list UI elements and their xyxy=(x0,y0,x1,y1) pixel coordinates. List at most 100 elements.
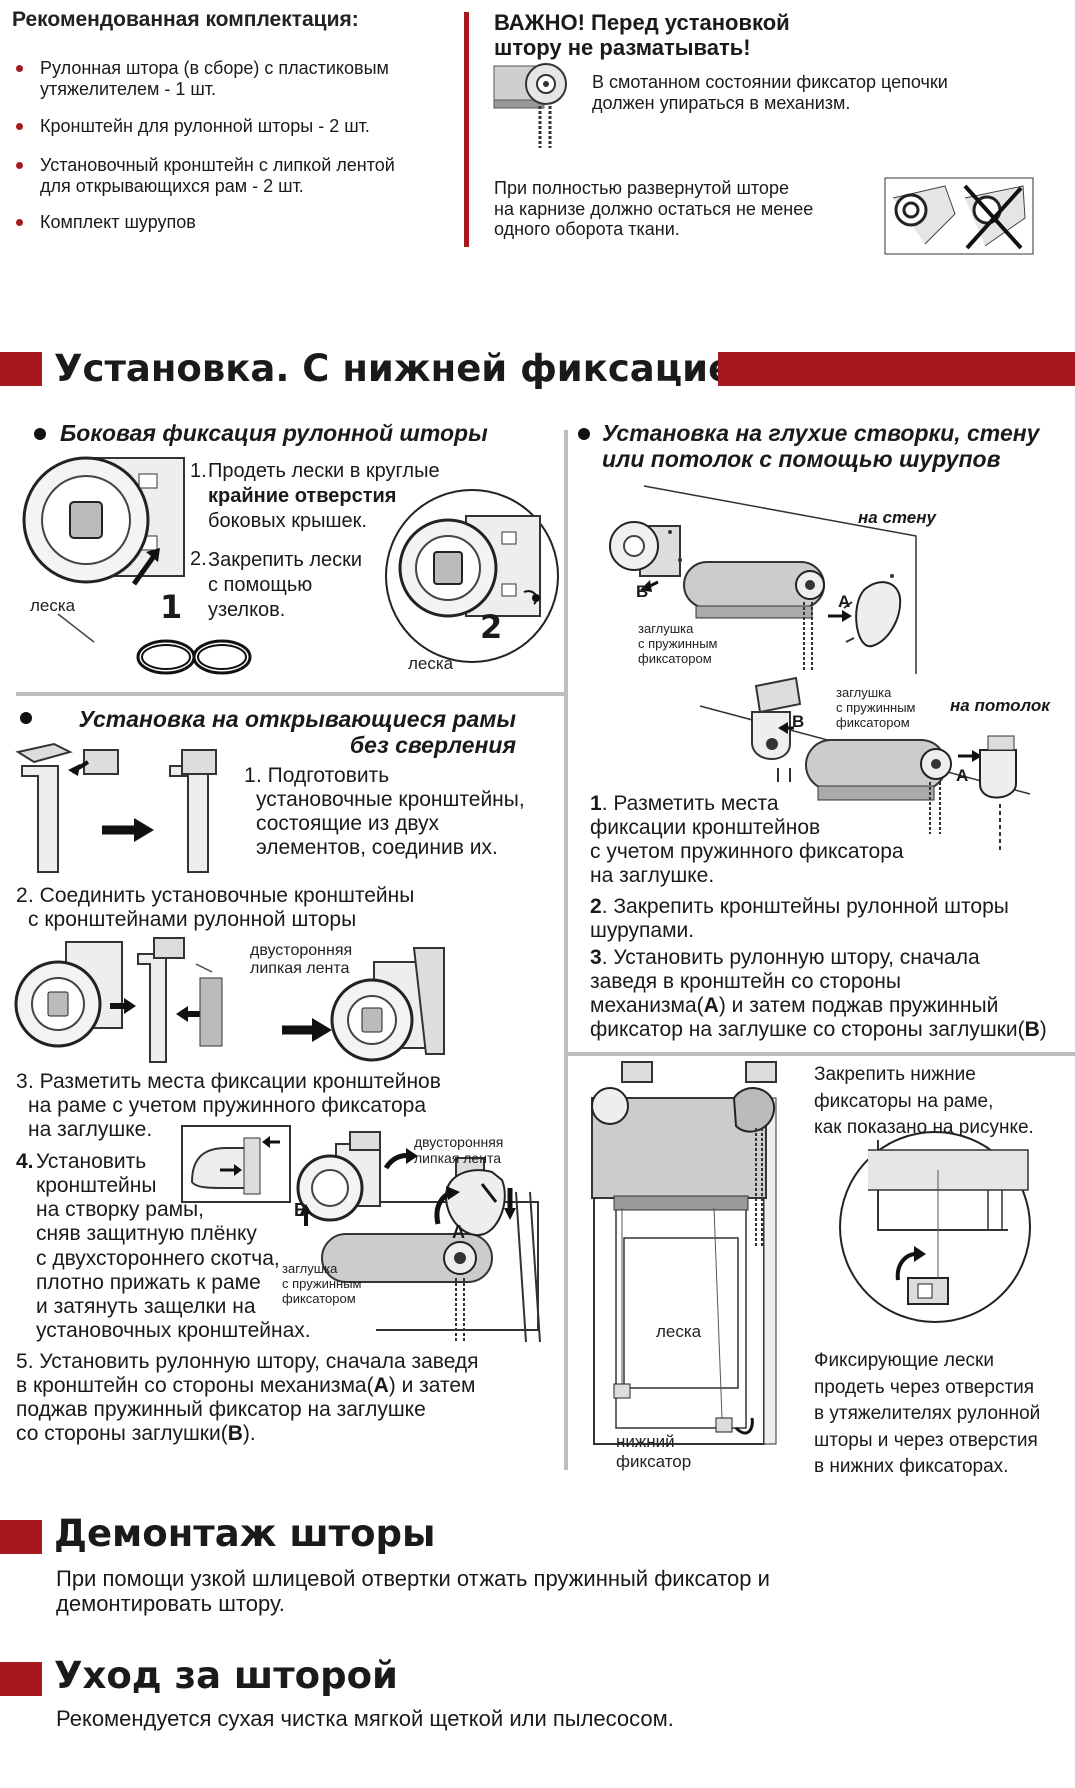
screws-step-1-text: . Разметить места фиксации кронштейнов с… xyxy=(590,792,904,888)
bracket-assembly-diagram xyxy=(15,742,217,873)
side-step-2: Закрепить лески с помощью узелков. xyxy=(208,549,363,621)
side-leader-1 xyxy=(57,613,95,643)
open-frame-label-a: A xyxy=(452,1222,465,1242)
open-frame-plug-label: заглушка с пружинным фиксатором xyxy=(282,1261,362,1306)
open-frame-tape-label: двусторонняя липкая лента xyxy=(250,942,353,978)
bottom-text-2: Фиксирующие лески продеть через отверсти… xyxy=(814,1350,1041,1478)
side-num-2: 2 xyxy=(480,608,503,646)
screws-step-3-a: . Установить рулонную штору, сначала зав… xyxy=(590,946,980,1018)
bottom-fixer-detail xyxy=(839,1131,1031,1323)
open-frame-step-2-num: 2 xyxy=(16,884,28,907)
open-frame-step-5-b: ) и затем поджав пружинный фиксатор на з… xyxy=(16,1374,476,1446)
kit-bullet-1 xyxy=(16,65,23,72)
kit-item-1: Рулонная штора (в сборе) с пластиковым у… xyxy=(40,58,389,99)
screws-label-a-1: A xyxy=(838,592,851,611)
kit-item-3: Установочный кронштейн с липкой лентой д… xyxy=(40,155,395,196)
open-frame-step-2: . Соединить установочные кронштейны с кр… xyxy=(28,884,415,932)
open-frame-step-5-c: ). xyxy=(242,1422,256,1446)
open-frame-step-4: Установить кронштейны на створку рамы, с… xyxy=(36,1150,311,1342)
screws-step-3-B: B xyxy=(1024,1018,1040,1042)
screws-step-3-num: 3 xyxy=(590,946,602,969)
side-detail-circle xyxy=(385,489,559,663)
bottom-line-label: леска xyxy=(656,1322,702,1341)
install-column-divider xyxy=(564,430,568,1470)
care-title-bar xyxy=(0,1662,42,1696)
side-step-1-c: боковых крышек. xyxy=(208,510,367,532)
open-frame-step-3: . Разметить места фиксации кронштейнов н… xyxy=(28,1070,441,1142)
side-num-1: 1 xyxy=(160,588,183,626)
side-title: Боковая фиксация рулонной шторы xyxy=(60,420,488,446)
open-frame-step-5: 5. Установить рулонную штору, сначала за… xyxy=(16,1350,479,1447)
side-step-1-b: крайние отверстия xyxy=(208,485,397,507)
screws-step-1: 1. Разметить места фиксации кронштейнов … xyxy=(590,792,904,889)
side-line-label-1: леска xyxy=(30,596,76,615)
screws-step-3-b: ) и затем поджав пружинный фиксатор на з… xyxy=(590,994,1025,1042)
important-title: ВАЖНО! Перед установкой штору не разматы… xyxy=(494,10,790,61)
install-right-divider xyxy=(568,1052,1075,1056)
side-cap-diagram xyxy=(22,456,185,586)
kit-item-4: Комплект шурупов xyxy=(40,212,196,232)
open-frame-label-b: B xyxy=(294,1200,307,1220)
kit-section: Рекомендованная комплектация: Рулонная ш… xyxy=(12,8,452,258)
open-frame-title: Установка на открывающиеся рамы без свер… xyxy=(78,706,516,759)
dismantle-title-bar xyxy=(0,1520,42,1554)
dismantle-title: Демонтаж шторы xyxy=(54,1512,436,1555)
wall-mount-diagram xyxy=(609,485,917,674)
open-frame-tape-label-2: двусторонняя липкая лента xyxy=(414,1134,504,1167)
screws-bullet xyxy=(578,428,590,440)
screws-title: Установка на глухие створки, стену или п… xyxy=(602,420,1040,473)
bottom-text-1: Закрепить нижние фиксаторы на раме, как … xyxy=(814,1064,1034,1139)
open-frame-step-3-num: 3 xyxy=(16,1070,28,1093)
side-bullet xyxy=(34,428,46,440)
screws-plug-label-1: заглушка с пружинным фиксатором xyxy=(638,621,718,666)
bottom-fixer-label: нижний фиксатор xyxy=(616,1432,692,1471)
top-divider xyxy=(464,12,469,247)
side-step-1-num: 1. xyxy=(190,460,207,482)
care-title: Уход за шторой xyxy=(54,1654,398,1697)
ceiling-mount-diagram xyxy=(699,676,1031,850)
install-title: Установка. С нижней фиксацией. xyxy=(54,347,774,390)
open-frame-step-5-A: A xyxy=(373,1374,389,1398)
screws-step-2-text: . Закрепить кронштейны рулонной шторы шу… xyxy=(590,895,1009,943)
screws-plug-label-2: заглушка с пружинным фиксатором xyxy=(836,685,916,730)
screws-step-3-c: ) xyxy=(1039,1018,1047,1042)
screws-step-3-A: A xyxy=(703,994,719,1018)
side-step-2-num: 2. xyxy=(190,548,207,570)
open-frame-step-5-B: B xyxy=(227,1422,243,1446)
open-frame-step-5-a: . Установить рулонную штору, сначала зав… xyxy=(16,1350,479,1398)
important-note-1: В смотанном состоянии фиксатор цепочки д… xyxy=(592,72,948,113)
screws-wall-label: на стену xyxy=(858,508,936,527)
side-step-1-a: Продеть лески в круглые xyxy=(208,460,440,482)
fishing-line-coil-icon xyxy=(136,639,252,675)
important-note-2: При полностью развернутой шторе на карни… xyxy=(494,178,814,240)
screws-ceiling-label: на потолок xyxy=(950,696,1050,715)
fabric-turn-icon xyxy=(884,177,1034,255)
screws-label-a-2: A xyxy=(956,766,969,785)
screws-label-b-2: B xyxy=(792,712,805,731)
frame-mount-diagram xyxy=(296,1131,541,1343)
mark-position-diagram xyxy=(181,1125,291,1203)
open-frame-step-1-num: 1 xyxy=(244,764,256,787)
open-frame-step-1: . Подготовить установочные кронштейны, с… xyxy=(256,764,525,860)
screws-step-1-num: 1 xyxy=(590,792,602,815)
dismantle-text: При помощи узкой шлицевой отвертки отжат… xyxy=(56,1566,770,1617)
kit-title: Рекомендованная комплектация: xyxy=(12,8,359,31)
open-frame-bullet xyxy=(20,712,32,724)
kit-bullet-4 xyxy=(16,219,23,226)
install-left-divider xyxy=(16,692,564,696)
install-title-bar-right xyxy=(718,352,1075,386)
kit-bullet-3 xyxy=(16,162,23,169)
bracket-join-diagram xyxy=(14,937,445,1063)
open-frame-step-5-num: 5 xyxy=(16,1350,28,1373)
side-line-label-2: леска xyxy=(408,654,454,673)
install-title-bar-left xyxy=(0,352,42,386)
screws-step-3: 3. Установить рулонную штору, сначала за… xyxy=(590,946,1047,1043)
kit-bullet-2 xyxy=(16,123,23,130)
screws-step-2: 2. Закрепить кронштейны рулонной шторы ш… xyxy=(590,895,1009,943)
kit-item-2: Кронштейн для рулонной шторы - 2 шт. xyxy=(40,116,370,136)
window-bottom-fix-diagram xyxy=(591,1061,777,1445)
screws-step-2-num: 2 xyxy=(590,895,602,918)
screws-label-b-1: B xyxy=(636,582,649,601)
rolled-shade-icon xyxy=(493,63,567,148)
care-text: Рекомендуется сухая чистка мягкой щеткой… xyxy=(56,1706,674,1731)
